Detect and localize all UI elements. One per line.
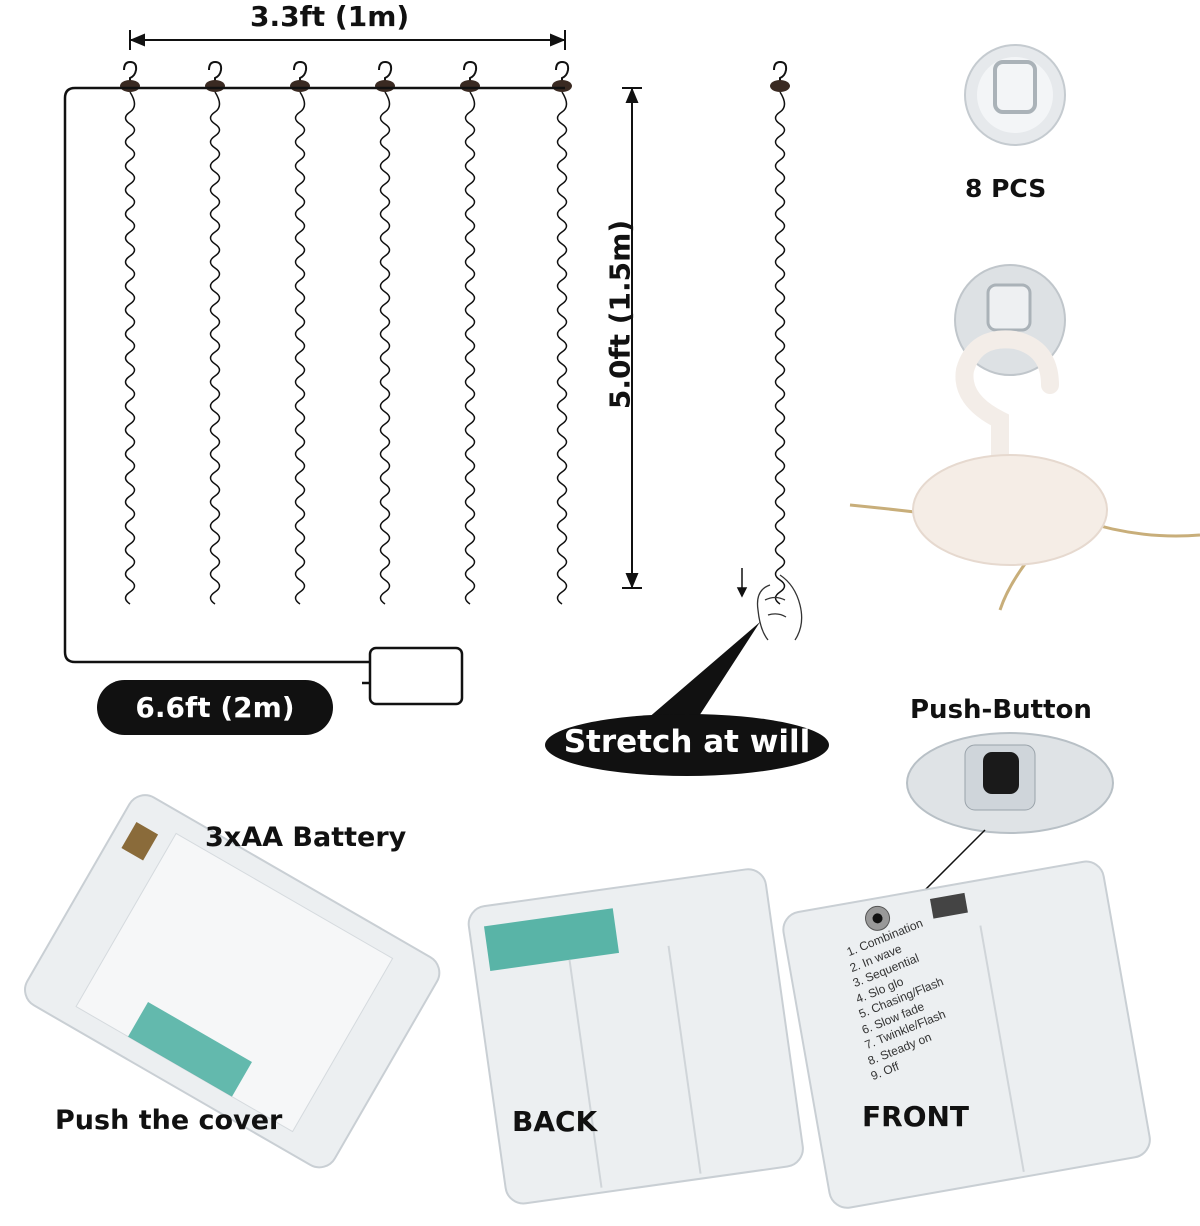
- lead-wire: [63, 86, 565, 664]
- light-strand: [464, 91, 476, 605]
- light-strand: [556, 91, 568, 605]
- light-strand: [294, 91, 306, 605]
- lead-length-label: 6.6ft (2m): [97, 680, 333, 735]
- hook-icon: [123, 60, 138, 86]
- speech-bubble: [545, 714, 829, 776]
- hook-clip: [460, 80, 480, 92]
- hook-icon: [773, 60, 788, 86]
- light-strand: [774, 91, 786, 605]
- battery-box-open: [24, 794, 441, 1169]
- battery-box-icon: [368, 646, 464, 706]
- hook-clip: [552, 80, 572, 92]
- push-button-label: Push-Button: [910, 695, 1092, 725]
- hook-clip: [375, 80, 395, 92]
- speech-bubble-tail: [640, 622, 760, 730]
- hook-icon: [463, 60, 478, 86]
- battery-box-back: [467, 868, 804, 1205]
- push-cover-label: Push the cover: [55, 1105, 283, 1136]
- hook-icon: [208, 60, 223, 86]
- back-label: BACK: [512, 1105, 598, 1138]
- pull-down-arrow: [736, 568, 748, 598]
- curtain-light-strands: [120, 60, 790, 605]
- suction-cup-image: [964, 44, 1066, 146]
- width-dimension-arrow: [129, 30, 566, 50]
- push-button-closeup: [906, 732, 1114, 901]
- hook-clip: [120, 80, 140, 92]
- hook-clip: [205, 80, 225, 92]
- height-dimension-arrow: [622, 87, 642, 589]
- battery-box-front: [782, 860, 1151, 1209]
- hook-clip: [290, 80, 310, 92]
- hand-icon: [756, 574, 803, 641]
- width-label: 3.3ft (1m): [250, 0, 410, 33]
- hook-icon: [555, 60, 570, 86]
- hooks-count-label: 8 PCS: [965, 174, 1047, 203]
- stretch-label: Stretch at will: [563, 724, 811, 760]
- light-strand: [379, 91, 391, 605]
- light-strand: [124, 91, 136, 605]
- battery-label: 3xAA Battery: [205, 822, 407, 853]
- hook-clip: [770, 80, 790, 92]
- light-strand: [209, 91, 221, 605]
- hook-icon: [378, 60, 393, 86]
- hook-with-light-image: [849, 264, 1200, 611]
- height-label: 5.0ft (1.5m): [603, 219, 637, 410]
- front-label: FRONT: [862, 1100, 970, 1133]
- hook-icon: [293, 60, 308, 86]
